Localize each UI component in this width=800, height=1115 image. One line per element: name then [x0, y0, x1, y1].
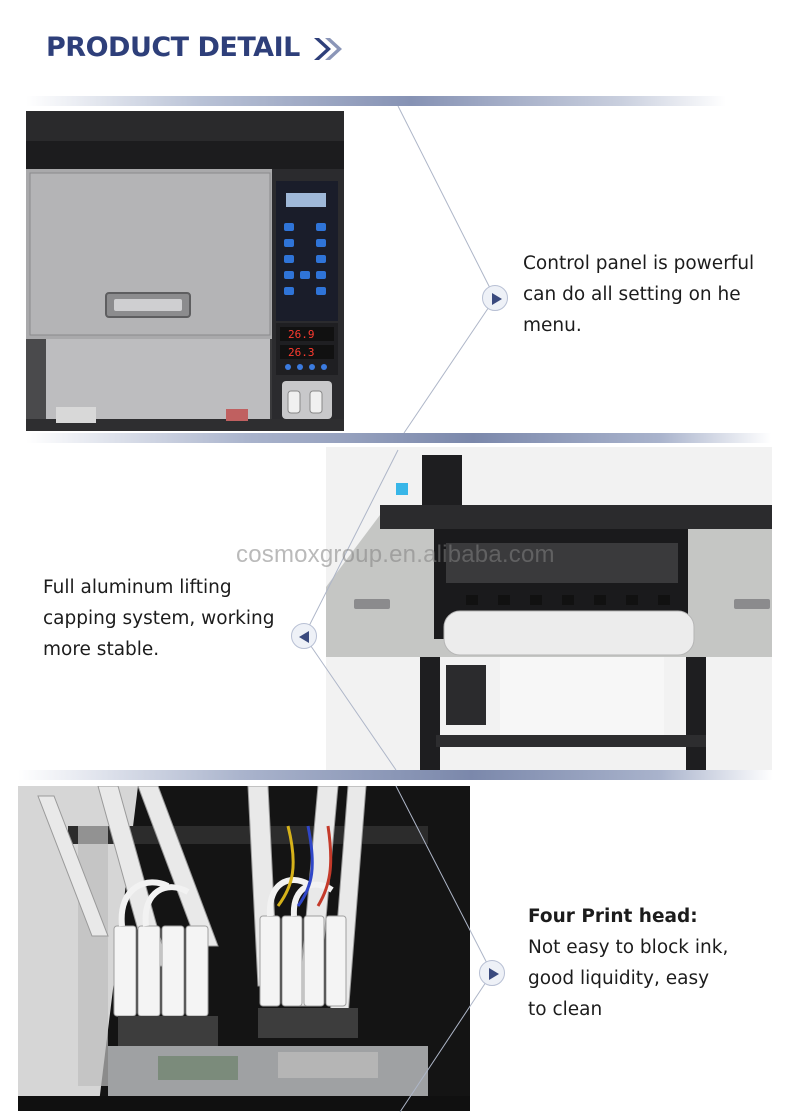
- double-chevron-right-icon: [312, 36, 344, 62]
- caption-line: good liquidity, easy: [528, 968, 710, 989]
- section-divider-band: [26, 96, 726, 106]
- caption-line: capping system, working: [43, 608, 275, 629]
- printer-control-panel-photo: 26.9 26.3: [26, 111, 344, 431]
- page-header: PRODUCT DETAIL: [0, 0, 800, 100]
- watermark: cosmoxgroup.en.alibaba.com: [236, 541, 555, 568]
- temperature-readout-2: 26.3: [288, 346, 315, 359]
- section-divider-band: [26, 433, 771, 443]
- caption-line: Not easy to block ink,: [528, 937, 729, 958]
- print-head-assembly-photo: [18, 786, 470, 1111]
- temperature-readout-1: 26.9: [288, 328, 315, 341]
- play-right-icon: [479, 960, 505, 986]
- caption-line: Control panel is powerful: [523, 253, 755, 274]
- aluminum-capping-system-photo: [326, 447, 772, 770]
- caption-line: Full aluminum lifting: [43, 577, 232, 598]
- caption-line: more stable.: [43, 639, 160, 660]
- play-right-icon: [482, 285, 508, 311]
- caption-line: to clean: [528, 999, 603, 1020]
- page-title: PRODUCT DETAIL: [46, 32, 300, 63]
- section-divider-band: [18, 770, 773, 780]
- control-panel-caption: Control panel is powerful can do all set…: [523, 248, 783, 341]
- play-left-icon: [291, 623, 317, 649]
- print-head-caption: Four Print head: Not easy to block ink, …: [528, 901, 788, 1025]
- caption-line: menu.: [523, 315, 582, 336]
- capping-system-caption: Full aluminum lifting capping system, wo…: [43, 572, 293, 665]
- caption-line: can do all setting on he: [523, 284, 741, 305]
- caption-title: Four Print head:: [528, 906, 698, 927]
